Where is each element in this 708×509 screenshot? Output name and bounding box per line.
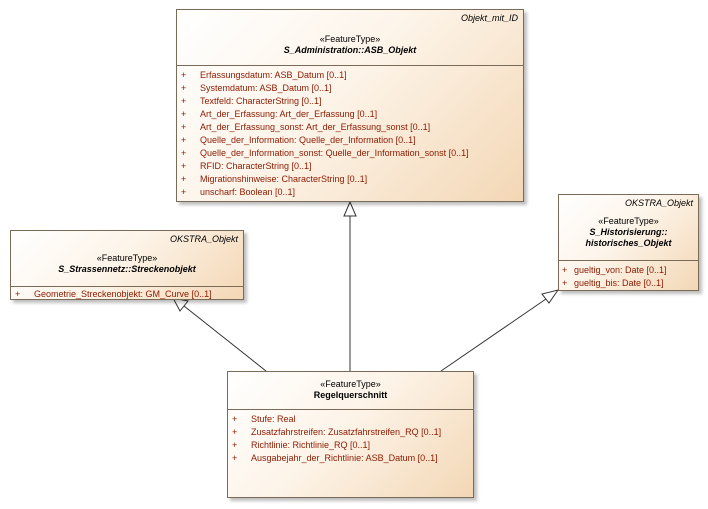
- attribute-row: +Art_der_Erfassung_sonst: Art_der_Erfass…: [181, 122, 431, 132]
- parent-tag: OKSTRA_Objekt: [624, 198, 693, 208]
- stereotype-label: «FeatureType»: [598, 216, 659, 226]
- attribute-row: +Zusatzfahrstreifen: Zusatzfahrstreifen_…: [232, 427, 442, 437]
- attribute-list: +Stufe: Real +Zusatzfahrstreifen: Zusatz…: [228, 409, 473, 467]
- attribute-list: +Geometrie_Streckenobjekt: GM_Curve [0..…: [11, 286, 243, 303]
- parent-tag: OKSTRA_Objekt: [169, 234, 238, 244]
- attribute-row: +Erfassungsdatum: ASB_Datum [0..1]: [181, 70, 347, 80]
- arrowhead-asb-objekt: [343, 200, 357, 217]
- arrowhead-historisches-objekt: [541, 289, 560, 304]
- stereotype-label: «FeatureType»: [320, 379, 381, 389]
- class-name: S_Strassennetz::Streckenobjekt: [58, 264, 196, 274]
- attribute-row: +Richtlinie: Richtlinie_RQ [0..1]: [232, 440, 371, 450]
- attribute-row: +Stufe: Real: [232, 414, 296, 424]
- class-header: OKSTRA_Objekt «FeatureType» S_Strassenne…: [11, 231, 243, 286]
- attribute-row: +RFID: CharacterString [0..1]: [181, 161, 312, 171]
- attribute-row: +Art_der_Erfassung: Art_der_Erfassung [0…: [181, 109, 378, 119]
- attribute-row: +Textfeld: CharacterString [0..1]: [181, 96, 322, 106]
- stereotype-label: «FeatureType»: [96, 253, 158, 263]
- attribute-list: +gueltig_von: Date [0..1] +gueltig_bis: …: [559, 260, 698, 292]
- class-name-line1: S_Historisierung::: [589, 227, 668, 237]
- class-header: Objekt_mit_ID «FeatureType» S_Administra…: [177, 10, 523, 65]
- class-header: «FeatureType» Regelquerschnitt: [228, 372, 473, 409]
- attribute-row: +gueltig_von: Date [0..1]: [562, 265, 667, 275]
- attribute-row: +unscharf: Boolean [0..1]: [181, 187, 296, 197]
- class-header: OKSTRA_Objekt «FeatureType» S_Historisie…: [559, 195, 698, 260]
- attribute-list: +Erfassungsdatum: ASB_Datum [0..1] +Syst…: [177, 65, 523, 201]
- class-streckenobjekt[interactable]: OKSTRA_Objekt «FeatureType» S_Strassenne…: [10, 230, 244, 300]
- class-regelquerschnitt[interactable]: «FeatureType» Regelquerschnitt +Stufe: R…: [227, 371, 474, 498]
- link-to-historisches-objekt: [440, 298, 547, 372]
- attribute-row: +Migrationshinweise: CharacterString [0.…: [181, 174, 368, 184]
- stereotype-label: «FeatureType»: [319, 34, 381, 44]
- link-to-streckenobjekt: [183, 305, 267, 372]
- attribute-row: +Systemdatum: ASB_Datum [0..1]: [181, 83, 332, 93]
- attribute-row: +Geometrie_Streckenobjekt: GM_Curve [0..…: [15, 289, 212, 299]
- class-name: S_Administration::ASB_Objekt: [283, 45, 417, 55]
- class-name: Regelquerschnitt: [313, 390, 388, 400]
- class-name-line2: historisches_Objekt: [585, 238, 672, 248]
- class-historisches-objekt[interactable]: OKSTRA_Objekt «FeatureType» S_Historisie…: [558, 194, 699, 291]
- class-asb-objekt[interactable]: Objekt_mit_ID «FeatureType» S_Administra…: [176, 9, 524, 202]
- attribute-row: +Ausgabejahr_der_Richtlinie: ASB_Datum […: [232, 453, 438, 463]
- attribute-row: +gueltig_bis: Date [0..1]: [562, 278, 664, 288]
- parent-tag: Objekt_mit_ID: [460, 13, 518, 23]
- attribute-row: +Quelle_der_Information: Quelle_der_Info…: [181, 135, 416, 145]
- attribute-row: +Quelle_der_Information_sonst: Quelle_de…: [181, 148, 469, 158]
